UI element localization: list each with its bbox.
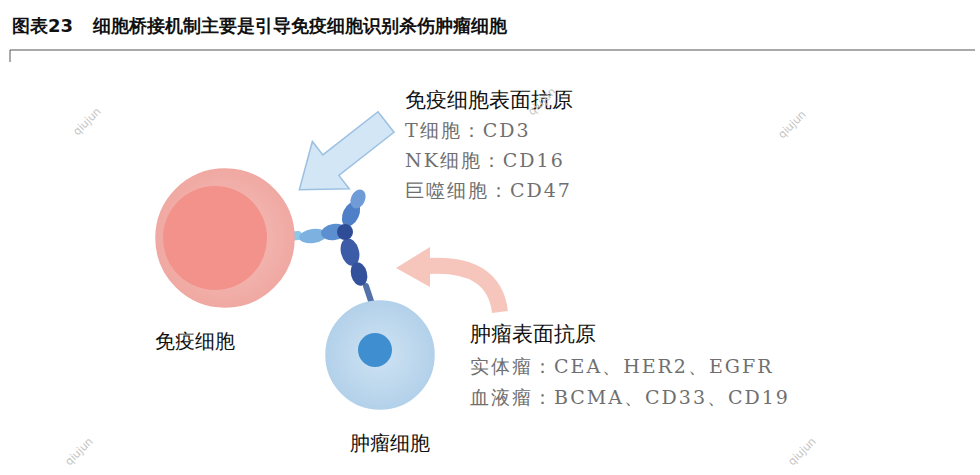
title-tick bbox=[10, 50, 11, 62]
cell-membrane bbox=[156, 169, 294, 307]
watermark: qiujun bbox=[775, 108, 808, 141]
pointer-arrow bbox=[281, 98, 405, 213]
antigen-entry: 实体瘤：CEA、HER2、EGFR bbox=[470, 354, 774, 380]
cell-label: 肿瘤细胞 bbox=[350, 430, 430, 457]
watermark: qiujun bbox=[62, 435, 95, 468]
antigen-entry: NK细胞：CD16 bbox=[405, 148, 565, 174]
antigen-heading: 肿瘤表面抗原 bbox=[470, 320, 596, 348]
cell-outline bbox=[155, 168, 295, 308]
cell-label: 免疫细胞 bbox=[155, 328, 235, 355]
tumor-cell: 肿瘤细胞 bbox=[325, 300, 435, 410]
immune-cell: 免疫细胞 bbox=[155, 168, 295, 308]
watermark: qiujun bbox=[785, 435, 818, 468]
title-rule bbox=[10, 49, 975, 50]
antigen-entry: T细胞：CD3 bbox=[405, 118, 531, 144]
antigen-entry: 血液瘤：BCMA、CD33、CD19 bbox=[470, 385, 790, 411]
watermark: qiujun bbox=[70, 105, 103, 138]
cell-nucleus bbox=[163, 186, 267, 290]
curved-arrow bbox=[396, 247, 500, 312]
cell-outline bbox=[325, 300, 435, 410]
figure-title: 图表23 细胞桥接机制主要是引导免疫细胞识别杀伤肿瘤细胞 bbox=[12, 14, 507, 38]
cell-membrane bbox=[326, 301, 434, 409]
cell-nucleus bbox=[358, 333, 392, 367]
antigen-entry: 巨噬细胞：CD47 bbox=[405, 178, 572, 204]
